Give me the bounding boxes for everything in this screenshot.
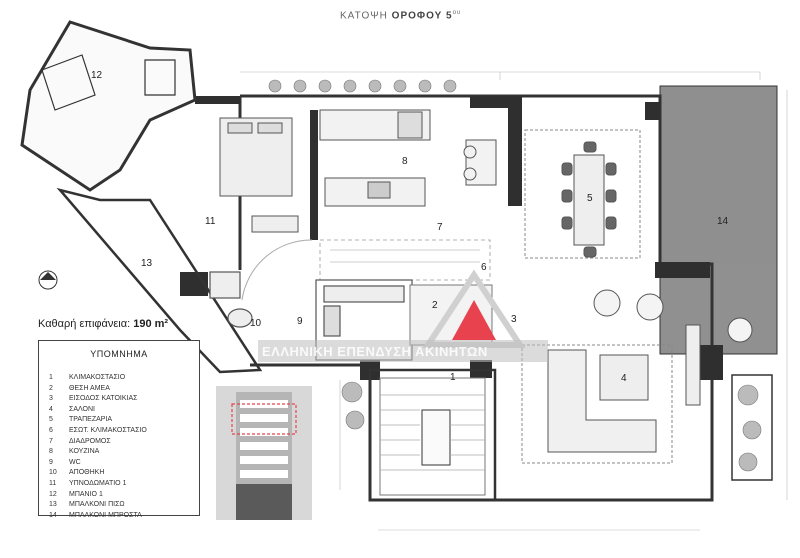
left-wing (20, 20, 263, 374)
legend-item: 4 ΣΑΛΟΝΙ (49, 405, 147, 416)
building-thumbnail (216, 386, 312, 520)
living-furniture (521, 289, 753, 464)
legend-item-label: ΤΡΑΠΕΖΑΡΙΑ (69, 416, 113, 424)
legend-item: 11 ΥΠΝΟΔΩΜΑΤΙΟ 1 (49, 479, 147, 490)
legend-item-label: ΘΕΣΗ ΑΜΕΑ (69, 384, 110, 392)
room-label-14: 14 (717, 216, 729, 227)
dark-wall-blocks (28, 96, 723, 380)
room-label-4: 4 (621, 373, 627, 384)
legend-item-number: 1 (49, 374, 53, 381)
legend-item-label: ΥΠΝΟΔΩΜΑΤΙΟ 1 (69, 479, 127, 487)
kitchen-furniture (319, 109, 497, 207)
legend-item-label: ΜΠΑΝΙΟ 1 (69, 490, 103, 498)
legend-item-label: WC (69, 458, 81, 466)
legend-item-number: 14 (49, 511, 57, 519)
room-label-13: 13 (141, 258, 153, 269)
room-label-3: 3 (511, 314, 517, 325)
legend-item-label: ΣΑΛΟΝΙ (69, 405, 95, 413)
room-label-2: 2 (432, 300, 438, 311)
legend-box: ΥΠΟΜΝΗΜΑ 1 ΚΛΙΜΑΚΟΣΤΑΣΙΟ 2 ΘΕΣΗ ΑΜΕΑ 3 ΕΙΣΟΔΟ… (38, 340, 200, 519)
logo-red-triangle (452, 300, 496, 340)
dining-furniture (524, 129, 641, 259)
net-area-label: Καθαρή επιφάνεια: 190 m² (38, 318, 169, 330)
legend-item: 7 ΔΙΑΔΡΟΜΟΣ (49, 437, 147, 448)
room-label-1: 1 (450, 372, 456, 383)
legend-item-label: ΜΠΑΛΚΟΝΙ ΠΙΣΩ (69, 501, 125, 509)
watermark-text: ΕΛΛΗΝΙΚΗ ΕΠΕΝΔΥΣΗ ΑΚΙΝΗΤΩΝ (262, 344, 488, 359)
dimension-lines (240, 71, 788, 531)
legend-item-number: 11 (49, 479, 57, 487)
legend-item-number: 13 (49, 501, 57, 509)
legend-item-number: 5 (49, 416, 53, 424)
room-label-8: 8 (402, 156, 408, 167)
compass-icon (38, 270, 58, 290)
room-label-7: 7 (437, 222, 443, 233)
room-label-5: 5 (587, 193, 593, 204)
legend-item: 9 WC (49, 458, 147, 469)
legend-item-number: 2 (49, 384, 53, 392)
legend-item: 14 ΜΠΑΛΚΟΝΙ ΜΠΡΟΣΤΑ (49, 511, 147, 522)
legend-item-label: ΚΟΥΖΙΝΑ (69, 448, 100, 456)
plants (268, 79, 762, 472)
plant-box-right (731, 374, 773, 481)
legend-item-number: 4 (49, 405, 53, 413)
legend-title: ΥΠΟΜΝΗΜΑ (90, 349, 148, 359)
front-balcony-inner (662, 264, 775, 352)
legend-item: 6 ΕΣΩΤ. ΚΛΙΜΑΚΟΣΤΑΣΙΟ (49, 426, 147, 437)
legend-item-number: 9 (49, 458, 53, 466)
main-stairwell (368, 368, 497, 502)
legend-item: 8 ΚΟΥΖΙΝΑ (49, 447, 147, 458)
room-label-12: 12 (91, 70, 103, 81)
legend-item: 2 ΘΕΣΗ ΑΜΕΑ (49, 384, 147, 395)
legend-item: 13 ΜΠΑΛΚΟΝΙ ΠΙΣΩ (49, 500, 147, 511)
legend-item-number: 12 (49, 490, 57, 498)
legend-item-number: 8 (49, 448, 53, 456)
legend-item-label: ΕΙΣΟΔΟΣ ΚΑΤΟΙΚΙΑΣ (69, 395, 138, 403)
legend-item-number: 7 (49, 437, 53, 445)
legend-item-number: 3 (49, 395, 53, 403)
legend-item: 3 ΕΙΣΟΔΟΣ ΚΑΤΟΙΚΙΑΣ (49, 394, 147, 405)
legend-item: 5 ΤΡΑΠΕΖΑΡΙΑ (49, 415, 147, 426)
legend-item: 12 ΜΠΑΝΙΟ 1 (49, 490, 147, 501)
legend-list: 1 ΚΛΙΜΑΚΟΣΤΑΣΙΟ 2 ΘΕΣΗ ΑΜΕΑ 3 ΕΙΣΟΔΟΣ ΚΑΤΟΙΚΙ… (49, 373, 147, 521)
legend-item-number: 10 (49, 469, 57, 477)
legend-item-label: ΑΠΟΘΗΚΗ (69, 469, 105, 477)
legend-item: 10 ΑΠΟΘΗΚΗ (49, 468, 147, 479)
room-label-10: 10 (250, 318, 262, 329)
room-label-11: 11 (205, 216, 216, 227)
watermark-band (258, 340, 548, 362)
room-label-9: 9 (297, 316, 303, 327)
wc-storage (209, 271, 413, 361)
legend-item-label: ΚΛΙΜΑΚΟΣΤΑΣΙΟ (69, 374, 126, 381)
legend-item-label: ΜΠΑΛΚΟΝΙ ΜΠΡΟΣΤΑ (69, 511, 142, 519)
corridor-stair (319, 239, 491, 281)
legend-item: 1 ΚΛΙΜΑΚΟΣΤΑΣΙΟ (49, 373, 147, 384)
bedroom-furniture (219, 117, 313, 301)
legend-item-label: ΔΙΑΔΡΟΜΟΣ (69, 437, 111, 445)
legend-item-number: 6 (49, 426, 53, 434)
room-label-6: 6 (481, 262, 487, 273)
legend-item-label: ΕΣΩΤ. ΚΛΙΜΑΚΟΣΤΑΣΙΟ (69, 426, 147, 434)
plan-title: ΚΑΤΟΨΗ ΟΡΟΦΟΥ 5ου (340, 10, 462, 22)
